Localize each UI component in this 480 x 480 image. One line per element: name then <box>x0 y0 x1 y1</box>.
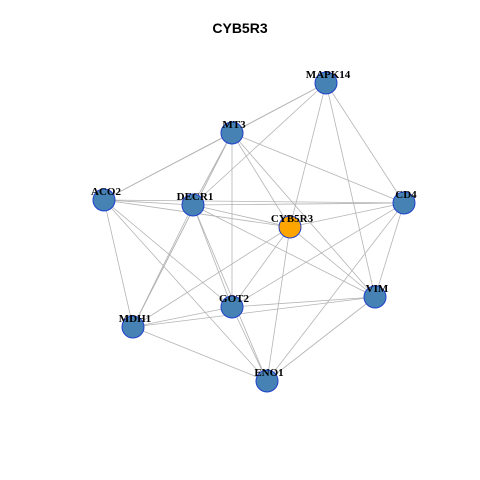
edge-mdh1-eno1 <box>132 326 268 382</box>
nodes-layer <box>92 71 416 393</box>
edge-cyb5r3-vim <box>289 226 376 298</box>
node-mt3[interactable] <box>220 121 244 145</box>
node-label-mapk14: MAPK14 <box>306 69 351 81</box>
edge-aco2-mdh1 <box>103 199 134 328</box>
node-label-aco2: ACO2 <box>91 186 121 198</box>
edge-mt3-vim <box>231 132 376 298</box>
node-mdh1[interactable] <box>121 315 145 339</box>
edge-decr1-eno1 <box>192 204 268 382</box>
node-mapk14[interactable] <box>314 71 338 95</box>
edge-decr1-vim <box>192 204 376 298</box>
edge-mapk14-cyb5r3 <box>289 82 327 228</box>
node-label-got2: GOT2 <box>219 293 249 305</box>
edge-aco2-decr1 <box>103 199 194 206</box>
edge-aco2-got2 <box>103 199 233 308</box>
edge-vim-got2 <box>231 296 376 308</box>
edge-mt3-cyb5r3 <box>231 132 291 228</box>
edge-decr1-cd4 <box>192 202 405 206</box>
edge-cd4-vim <box>374 202 405 298</box>
edge-vim-mdh1 <box>132 296 376 328</box>
edge-aco2-eno1 <box>103 199 268 382</box>
edges-layer <box>103 82 405 382</box>
node-label-cyb5r3: CYB5R3 <box>271 213 314 225</box>
node-got2[interactable] <box>220 295 244 319</box>
node-label-vim: VIM <box>366 283 389 295</box>
edge-mt3-aco2 <box>103 132 233 201</box>
edge-decr1-cyb5r3 <box>192 204 291 228</box>
edge-cyb5r3-cd4 <box>289 202 405 228</box>
graph-title: CYB5R3 <box>212 20 268 36</box>
edge-decr1-got2 <box>192 204 233 308</box>
node-label-decr1: DECR1 <box>177 191 214 203</box>
edge-mapk14-vim <box>325 82 376 298</box>
edge-got2-mdh1 <box>132 306 233 328</box>
node-aco2[interactable] <box>92 188 116 212</box>
node-label-eno1: ENO1 <box>254 367 283 379</box>
node-label-cd4: CD4 <box>395 189 417 201</box>
node-decr1[interactable] <box>181 193 205 217</box>
edge-got2-eno1 <box>231 306 268 382</box>
node-eno1[interactable] <box>255 369 279 393</box>
node-label-mt3: MT3 <box>222 119 246 131</box>
edge-mdh1-mt3 <box>132 132 233 328</box>
node-label-mdh1: MDH1 <box>119 313 151 325</box>
edge-mapk14-cd4 <box>325 82 405 204</box>
node-vim[interactable] <box>363 285 387 309</box>
node-cd4[interactable] <box>392 191 416 215</box>
edge-vim-eno1 <box>266 296 376 382</box>
edge-cd4-got2 <box>231 202 405 308</box>
edge-cd4-eno1 <box>266 202 405 382</box>
edge-cyb5r3-mdh1 <box>132 226 291 328</box>
edge-mt3-cd4 <box>231 132 405 204</box>
edge-cd4-aco2 <box>103 199 405 204</box>
edge-cyb5r3-got2 <box>231 226 291 308</box>
node-cyb5r3[interactable] <box>278 215 302 239</box>
